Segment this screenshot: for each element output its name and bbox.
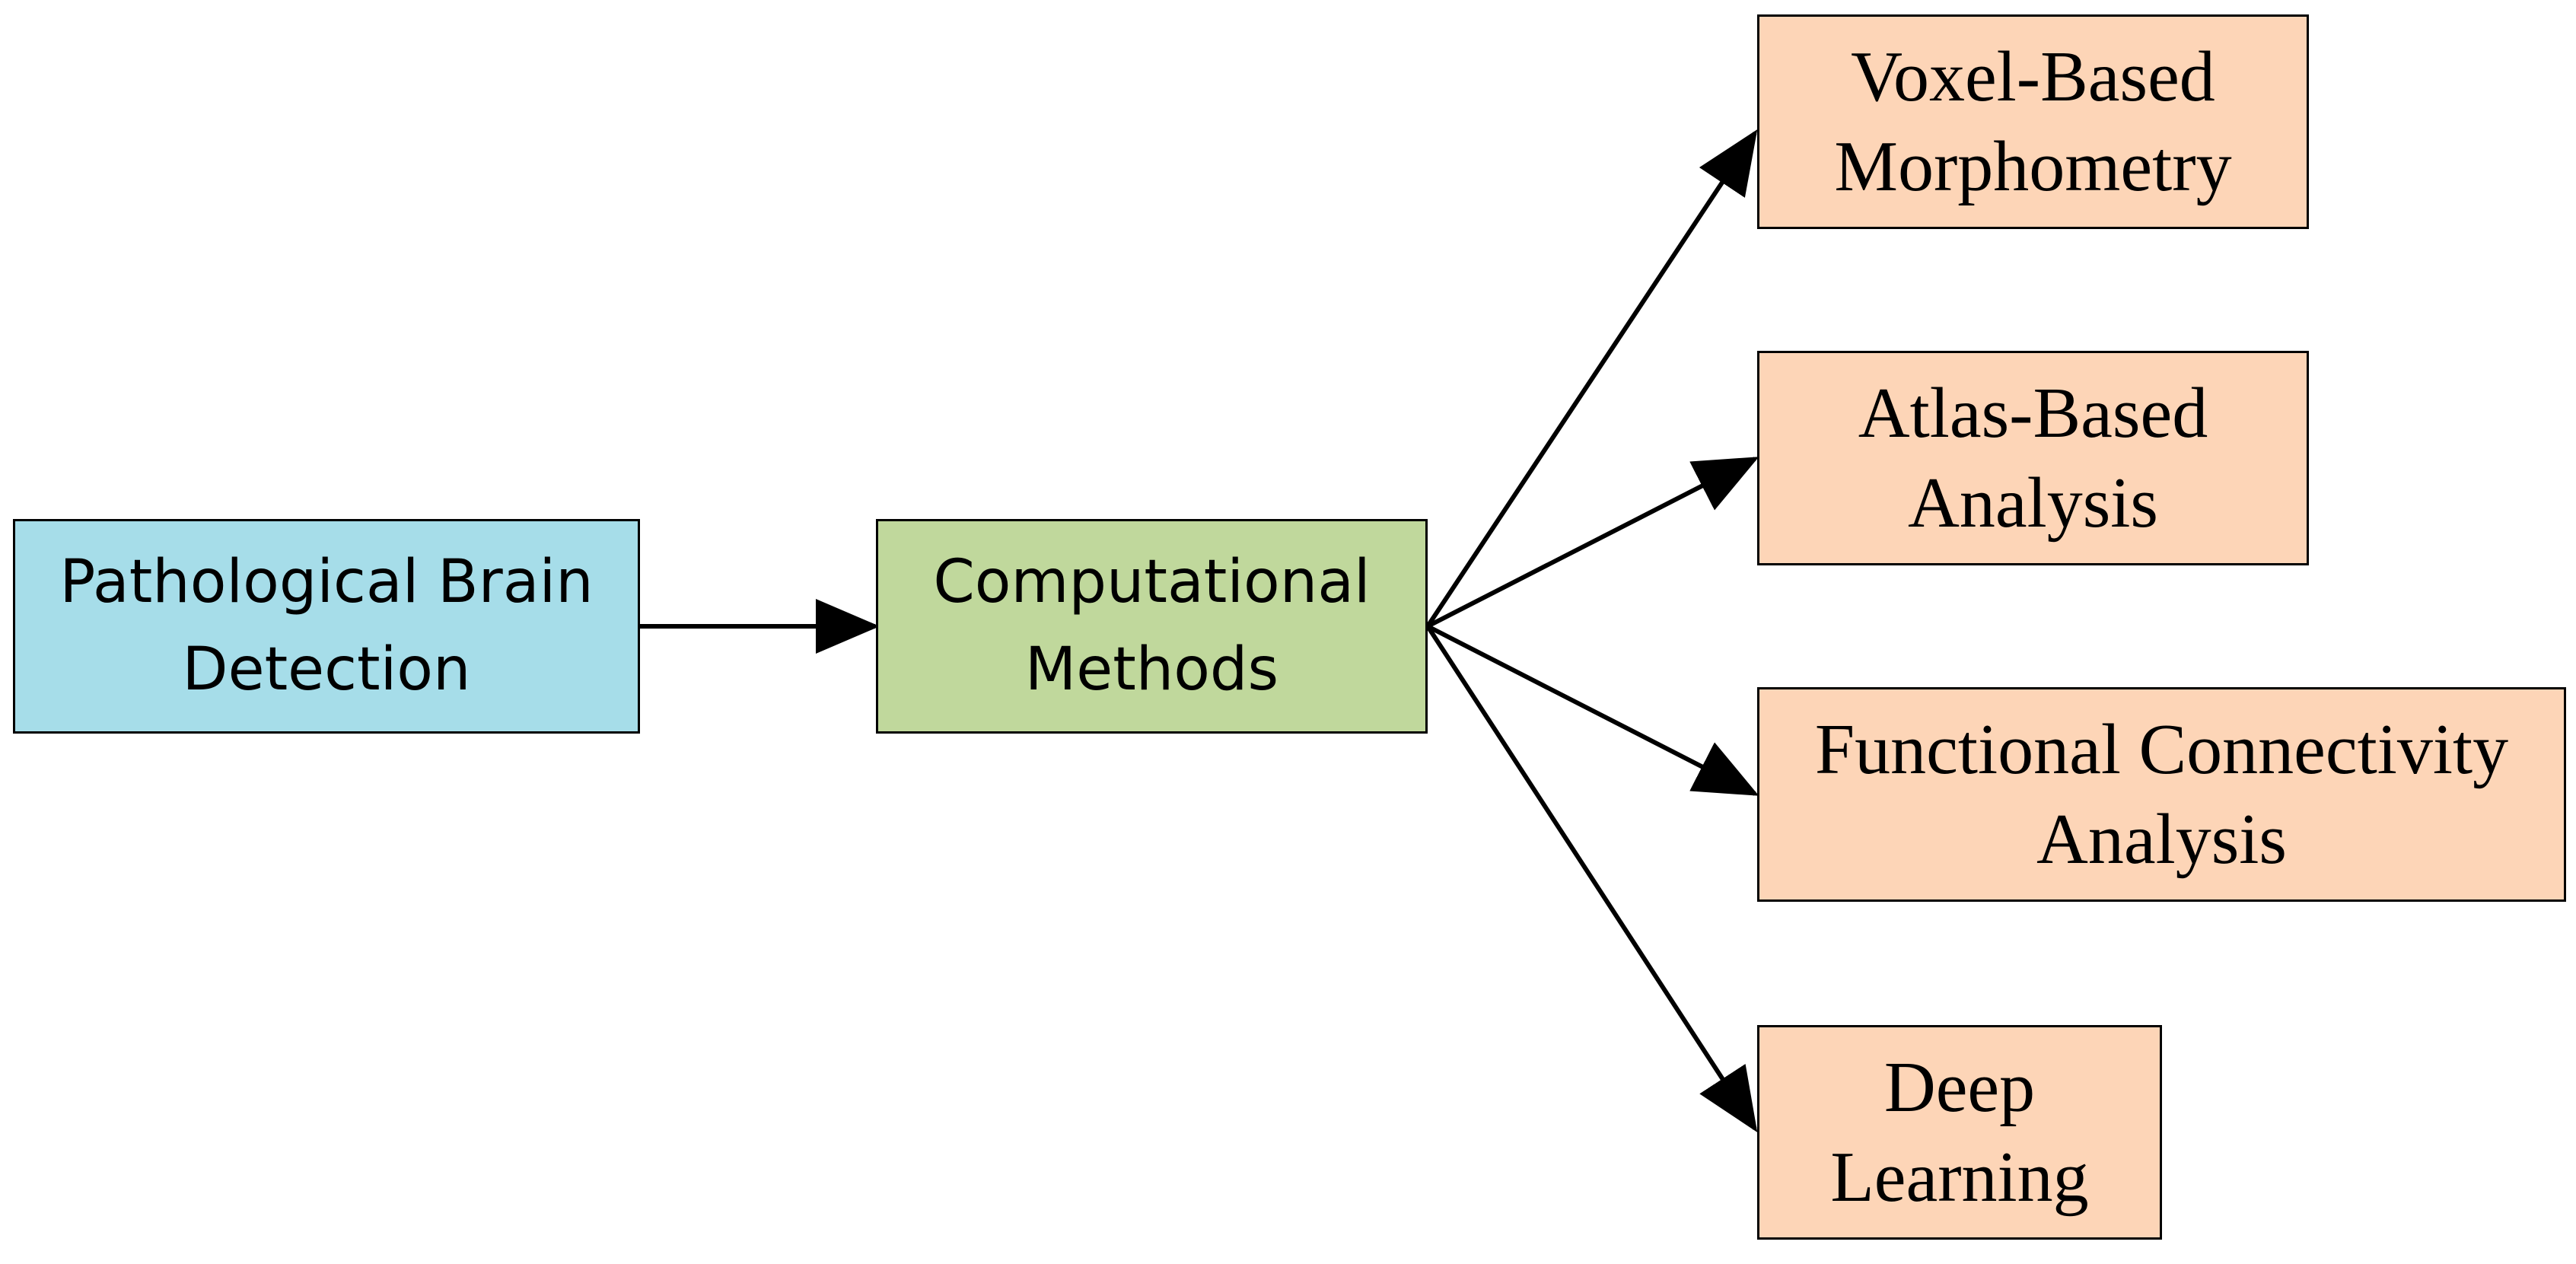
pathological-brain-detection-box: Pathological Brain Detection: [13, 519, 640, 734]
vbm-label-line1: Voxel-Based: [1851, 37, 2215, 116]
dl-label-line2: Learning: [1830, 1138, 2089, 1217]
source-label-line1: Pathological Brain: [59, 548, 594, 616]
atlas-label-line1: Atlas-Based: [1858, 374, 2208, 453]
source-label-line2: Detection: [182, 635, 471, 704]
arrow-methods-to-vbm: [1425, 129, 1758, 628]
voxel-based-morphometry-box: Voxel-Based Morphometry: [1757, 14, 2309, 229]
arrow-methods-to-fca: [1426, 624, 1759, 796]
atlas-label-line2: Analysis: [1908, 463, 2158, 543]
methods-label-line1: Computational: [933, 548, 1371, 616]
dl-label-line1: Deep: [1883, 1048, 2036, 1127]
vbm-label-line2: Morphometry: [1834, 127, 2232, 206]
arrow-methods-to-dl: [1425, 625, 1758, 1133]
fca-label-line1: Functional Connectivity: [1814, 710, 2509, 789]
deep-learning-box: Deep Learning: [1757, 1025, 2162, 1240]
methods-label-line2: Methods: [1024, 635, 1279, 704]
functional-connectivity-analysis-box: Functional Connectivity Analysis: [1757, 687, 2566, 902]
fca-label-line2: Analysis: [2036, 800, 2287, 879]
arrow-methods-to-atlas: [1426, 457, 1759, 629]
computational-methods-box: Computational Methods: [876, 519, 1428, 734]
atlas-based-analysis-box: Atlas-Based Analysis: [1757, 351, 2309, 565]
